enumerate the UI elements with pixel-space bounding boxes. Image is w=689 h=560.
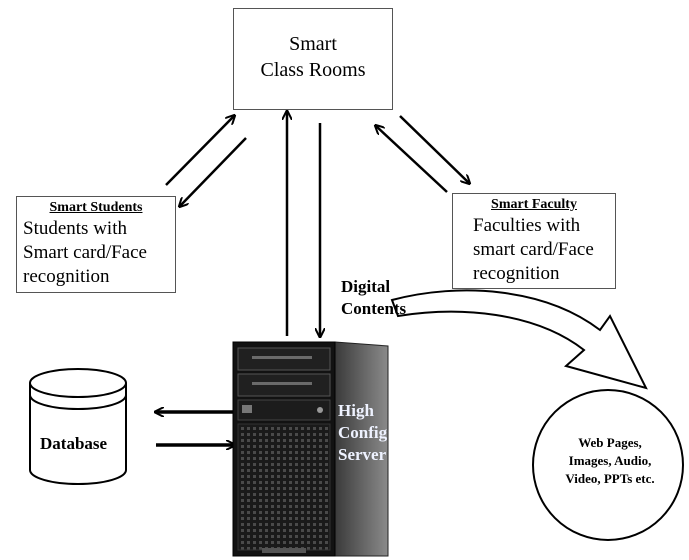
server-tower [232,341,389,557]
digital-contents-line1: Digital [341,277,391,296]
arrow-rooms-to-students [180,137,247,206]
smart-faculty-heading: Smart Faculty [491,197,577,212]
smart-rooms-line2: Class Rooms [260,59,366,81]
faculty-line2: smart card/Face [473,239,594,260]
smart-students-box: Smart Students Students with Smart card/… [16,196,176,293]
curved-content-arrow [390,289,648,390]
students-line1: Students with [23,218,127,239]
output-line1: Web Pages, [578,435,642,450]
database-cylinder [29,368,127,485]
arrow-rooms-to-faculty [399,115,469,183]
output-line2: Images, Audio, [568,453,652,468]
server-label-line2: Config [338,423,388,442]
arrow-students-to-rooms [165,116,234,186]
students-line3: recognition [23,266,110,287]
output-label: Web Pages, Images, Audio, Video, PPTs et… [537,434,683,488]
database-label: Database [40,434,108,453]
faculty-line1: Faculties with [473,215,581,236]
digital-contents-line2: Contents [341,299,407,318]
smart-faculty-box: Smart Faculty Faculties with smart card/… [452,193,616,289]
server-label-line3: Server [338,445,387,464]
smart-class-rooms-box: Smart Class Rooms [233,8,393,110]
students-line2: Smart card/Face [23,242,147,263]
arrow-faculty-to-rooms [376,126,448,193]
smart-students-heading: Smart Students [49,200,143,215]
smart-rooms-line1: Smart [289,33,337,55]
server-label: High Config Server [338,400,387,466]
output-circle [532,389,684,541]
output-line3: Video, PPTs etc. [565,471,655,486]
server-label-line1: High [338,401,374,420]
faculty-line3: recognition [473,263,560,284]
digital-contents-label: Digital Contents [341,276,406,320]
